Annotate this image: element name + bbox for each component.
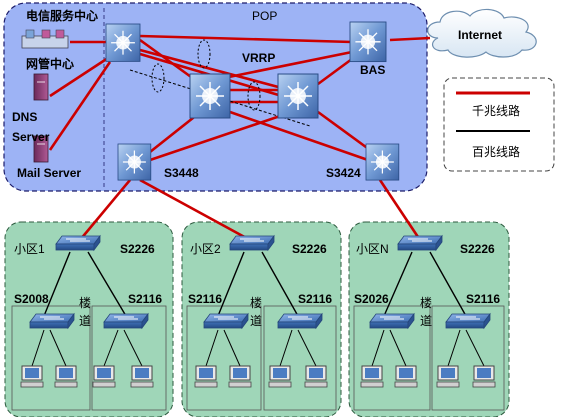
district-n-devices [360,235,496,388]
internet-label: Internet [458,28,503,42]
vrrp-ring [151,63,165,93]
bas-label: BAS [360,63,386,77]
district-name: 小区1 [14,242,45,256]
corridor-label: 道 [250,314,263,328]
core-router-left-icon [189,73,231,119]
core-router-right-icon [277,73,319,119]
vrrp-ring [197,39,211,69]
building-switch-label-right: S2116 [298,292,333,306]
building-box [11,305,91,411]
bas-router-icon [349,21,387,63]
building-box [186,305,262,411]
nms-server-icon [33,73,49,101]
district-box-2 [181,221,342,417]
nms-center-label: 网管中心 [26,57,75,71]
district-core-switch-label: S2226 [120,242,155,256]
corridor-label: 道 [420,314,433,328]
dns-server-label-line2: Server [12,130,50,144]
building-box [91,305,167,411]
vrrp-label: VRRP [242,51,276,65]
building-box [263,305,337,411]
pop-label: POP [252,9,278,23]
building-box [353,305,431,411]
telecom-center-label: 电信服务中心 [26,9,99,23]
building-box [431,305,505,411]
legend-box [443,77,555,172]
s3448-switch-icon [117,143,152,181]
district-name: 小区2 [190,242,221,256]
district-box-n [348,221,510,417]
gigabit-links [48,34,431,242]
telecom-service-center-icon [21,29,69,49]
district-core-switch-label: S2226 [460,242,495,256]
district-2-devices [194,235,328,388]
district-name: 小区N [356,242,389,256]
corridor-label: 道 [79,314,92,328]
legend-hundred-mbit-label: 百兆线路 [472,145,521,159]
internet-cloud-icon [427,8,537,58]
s3448-label: S3448 [164,166,199,180]
corridor-label: 楼 [420,296,433,310]
district-core-switch-label: S2226 [292,242,327,256]
district-box-1 [4,221,174,417]
s3424-switch-icon [365,143,400,181]
building-switch-label-right: S2116 [128,292,163,306]
district-1-devices [20,235,154,388]
dns-server-label-line1: DNS [12,110,38,124]
legend-gigabit-label: 千兆线路 [472,104,521,118]
building-switch-label-left: S2116 [188,292,223,306]
s3424-label: S3424 [326,166,361,180]
pop-left-router-icon [105,23,141,63]
vrrp-ring [247,81,261,111]
building-switch-label-left: S2026 [354,292,389,306]
building-switch-label-left: S2008 [14,292,49,306]
corridor-label: 楼 [250,296,263,310]
building-switch-label-right: S2116 [466,292,501,306]
mail-server-label: Mail Server [17,166,82,180]
dns-server-icon [33,135,49,163]
corridor-label: 楼 [79,296,92,310]
